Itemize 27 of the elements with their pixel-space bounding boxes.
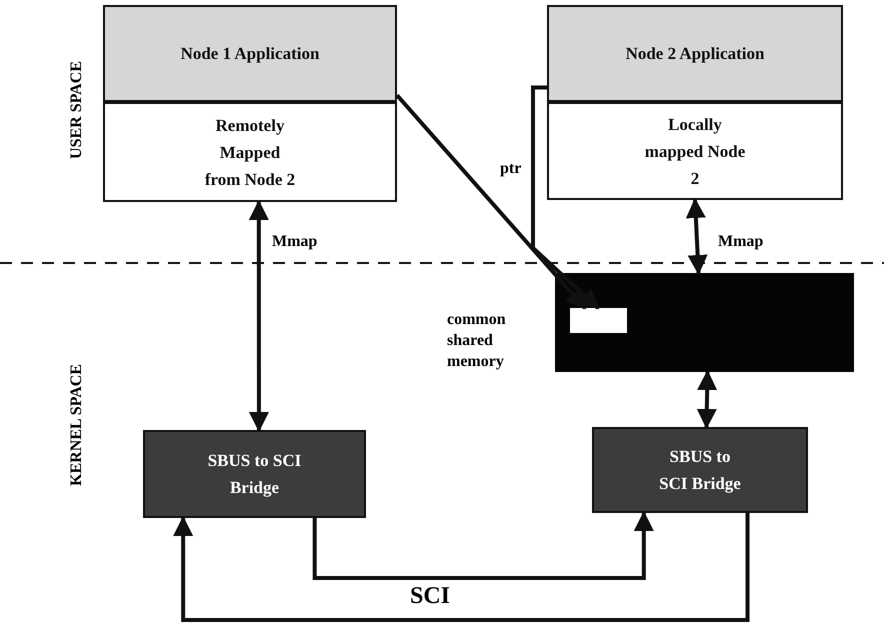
edge-label: Mmap <box>718 233 764 251</box>
arrow <box>248 200 269 432</box>
arrow <box>396 94 586 310</box>
bridge-label: SBUS to SCI Bridge <box>206 450 302 499</box>
edge-label: ptr <box>500 160 522 178</box>
memory-label: common shared memory <box>447 310 507 372</box>
bridge-box <box>592 427 808 513</box>
application-box <box>547 5 843 102</box>
mapped-region-box <box>547 102 843 200</box>
box-label: Remotely Mapped from Node 2 <box>204 114 296 190</box>
region-label: USER SPACE <box>68 61 86 159</box>
memory-region <box>570 308 627 333</box>
bridge-box <box>143 430 366 518</box>
arrow <box>173 513 750 622</box>
bridge-label: SBUS to SCI Bridge <box>658 446 742 495</box>
mapped-region-box <box>103 102 397 202</box>
box-label: Node 1 Application <box>180 43 320 65</box>
arrow <box>312 511 654 580</box>
shared-memory-block <box>555 273 854 372</box>
arrow <box>686 198 708 275</box>
box-label: Node 2 Application <box>624 43 766 65</box>
arrow <box>696 370 718 429</box>
application-box <box>103 5 397 102</box>
edge-label: Mmap <box>272 233 318 251</box>
box-label: Locally mapped Node 2 <box>644 114 746 190</box>
arrow <box>531 85 600 310</box>
region-label: KERNEL SPACE <box>68 364 86 486</box>
